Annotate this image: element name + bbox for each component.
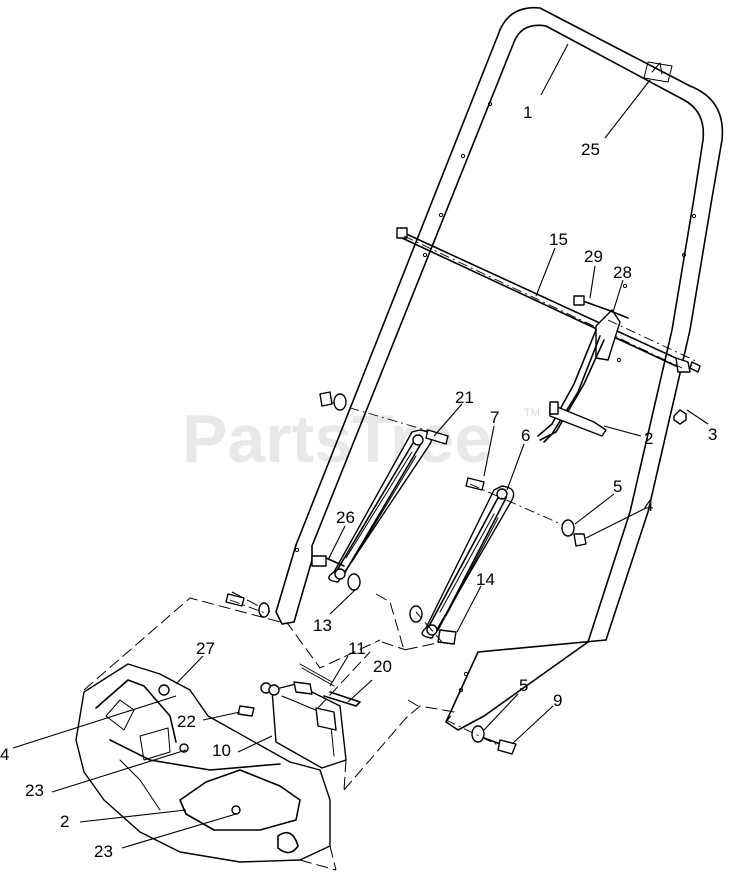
callouts: 1 25 15 29 28 3 21 7 6 2 5 4 26 13 14 27… [0,103,717,861]
callout-25: 25 [581,140,600,159]
callout-29: 29 [584,247,603,266]
link-21 [319,391,449,583]
callout-21: 21 [455,388,474,407]
callout-7: 7 [490,408,499,427]
callout-2-lower: 2 [60,812,69,831]
callout-5-lower: 5 [519,676,528,695]
nut-3 [673,409,687,425]
callout-4-upper: 4 [644,496,653,515]
callout-27: 27 [196,639,215,658]
callout-1: 1 [523,103,532,122]
callout-2-upper: 2 [644,429,653,448]
callout-22: 22 [177,712,196,731]
callout-14: 14 [476,570,495,589]
callout-10: 10 [212,741,231,760]
bolt-26 [311,555,361,591]
control-rod [396,227,691,373]
callout-26: 26 [336,508,355,527]
cable-bracket [537,295,701,443]
callout-9: 9 [553,691,562,710]
handle-assembly [275,6,724,731]
bracket-10 [237,681,347,769]
spring-20 [299,663,361,707]
callout-28: 28 [613,263,632,282]
callout-6: 6 [521,426,530,445]
watermark-tm: TM [524,407,540,419]
callout-13: 13 [313,616,332,635]
mower-deck [75,663,331,863]
callout-15: 15 [549,230,568,249]
callout-23-lower: 23 [94,842,113,861]
leader-lines [12,43,709,849]
callout-20: 20 [373,657,392,676]
bolt-9 [445,719,517,755]
callout-11: 11 [348,639,366,658]
callout-4-lower: 4 [0,745,9,764]
link-6 [409,477,587,645]
callout-23-upper: 23 [25,781,44,800]
callout-5-upper: 5 [613,477,622,496]
deck-hardware [225,593,270,618]
callout-3: 3 [708,425,717,444]
